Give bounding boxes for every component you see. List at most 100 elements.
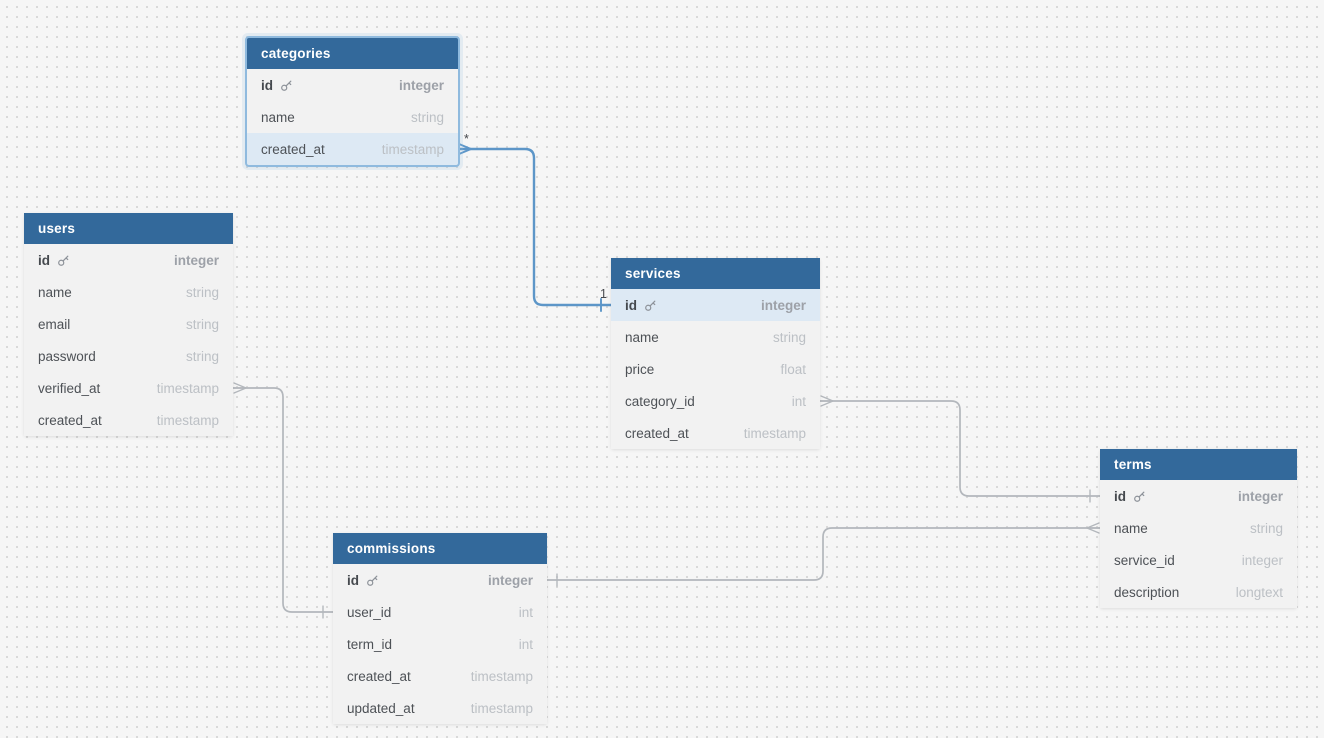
field-row-services-id[interactable]: id integer: [611, 289, 820, 321]
field-type: longtext: [1235, 584, 1283, 600]
crow-foot-commissions-terms-to[interactable]: [1086, 522, 1100, 534]
field-name-wrap: name: [38, 285, 72, 300]
field-row-terms-description[interactable]: description longtext: [1100, 576, 1297, 608]
field-name-wrap: name: [1114, 521, 1148, 536]
field-name: created_at: [261, 141, 325, 157]
relationship-line-commissions-terms[interactable]: [546, 527, 1101, 581]
field-row-users-name[interactable]: name string: [24, 276, 233, 308]
field-name: name: [38, 284, 72, 300]
field-name: updated_at: [347, 700, 415, 716]
field-type: timestamp: [470, 668, 533, 684]
table-header-categories[interactable]: categories: [247, 38, 458, 69]
field-name: id: [347, 572, 359, 588]
field-name-wrap: id: [347, 573, 379, 588]
table-header-users[interactable]: users: [24, 213, 233, 244]
field-name: id: [261, 77, 273, 93]
field-row-commissions-created_at[interactable]: created_at timestamp: [333, 660, 547, 692]
table-title: categories: [261, 46, 331, 61]
field-type: string: [772, 329, 806, 345]
crow-foot-users-commissions-from[interactable]: [233, 382, 247, 394]
field-name-wrap: category_id: [625, 394, 695, 409]
field-type: integer: [760, 297, 806, 313]
field-name: created_at: [347, 668, 411, 684]
field-name: category_id: [625, 393, 695, 409]
primary-key-icon: [280, 79, 293, 92]
field-name: verified_at: [38, 380, 101, 396]
field-name-wrap: name: [261, 110, 295, 125]
field-row-services-created_at[interactable]: created_at timestamp: [611, 417, 820, 449]
field-name: password: [38, 348, 96, 364]
field-name-wrap: verified_at: [38, 381, 100, 396]
field-row-commissions-updated_at[interactable]: updated_at timestamp: [333, 692, 547, 724]
field-name: name: [625, 329, 659, 345]
field-name: price: [625, 361, 655, 377]
field-name-wrap: description: [1114, 585, 1179, 600]
table-title: commissions: [347, 541, 436, 556]
field-name-wrap: created_at: [625, 426, 689, 441]
field-type: int: [518, 636, 533, 652]
table-header-commissions[interactable]: commissions: [333, 533, 547, 564]
field-name-wrap: price: [625, 362, 654, 377]
field-name: term_id: [347, 636, 393, 652]
relationship-line-users-commissions[interactable]: [232, 387, 334, 613]
field-name-wrap: service_id: [1114, 553, 1175, 568]
field-row-commissions-term_id[interactable]: term_id int: [333, 628, 547, 660]
field-row-categories-id[interactable]: id integer: [247, 69, 458, 101]
field-row-terms-service_id[interactable]: service_id integer: [1100, 544, 1297, 576]
crow-foot-categories-services-from[interactable]: [458, 143, 472, 155]
field-name: user_id: [347, 604, 392, 620]
field-name: id: [1114, 488, 1126, 504]
field-name-wrap: created_at: [38, 413, 102, 428]
field-type: integer: [1241, 552, 1283, 568]
table-title: users: [38, 221, 76, 236]
relationship-line-categories-services[interactable]: [456, 147, 613, 307]
field-name: email: [38, 316, 71, 332]
field-type: string: [185, 316, 219, 332]
field-type: string: [185, 284, 219, 300]
field-row-services-category_id[interactable]: category_id int: [611, 385, 820, 417]
field-name-wrap: user_id: [347, 605, 391, 620]
field-row-categories-name[interactable]: name string: [247, 101, 458, 133]
field-type: string: [410, 109, 444, 125]
cardinality-label-from: *: [464, 132, 469, 146]
field-name-wrap: created_at: [347, 669, 411, 684]
field-name-wrap: updated_at: [347, 701, 415, 716]
table-title: terms: [1114, 457, 1152, 472]
field-name-wrap: password: [38, 349, 96, 364]
primary-key-icon: [57, 254, 70, 267]
field-type: timestamp: [470, 700, 533, 716]
field-name: name: [261, 109, 295, 125]
field-row-users-email[interactable]: email string: [24, 308, 233, 340]
field-name: name: [1114, 520, 1148, 536]
field-type: integer: [398, 77, 444, 93]
field-name: service_id: [1114, 552, 1175, 568]
field-type: int: [791, 393, 806, 409]
field-type: timestamp: [743, 425, 806, 441]
field-name-wrap: created_at: [261, 142, 325, 157]
relationship-line-services-terms[interactable]: [819, 400, 1101, 497]
field-name-wrap: id: [625, 298, 657, 313]
primary-key-icon: [1133, 490, 1146, 503]
field-name-wrap: id: [38, 253, 70, 268]
table-header-terms[interactable]: terms: [1100, 449, 1297, 480]
crow-foot-services-terms-from[interactable]: [820, 395, 834, 407]
table-header-services[interactable]: services: [611, 258, 820, 289]
field-row-services-name[interactable]: name string: [611, 321, 820, 353]
